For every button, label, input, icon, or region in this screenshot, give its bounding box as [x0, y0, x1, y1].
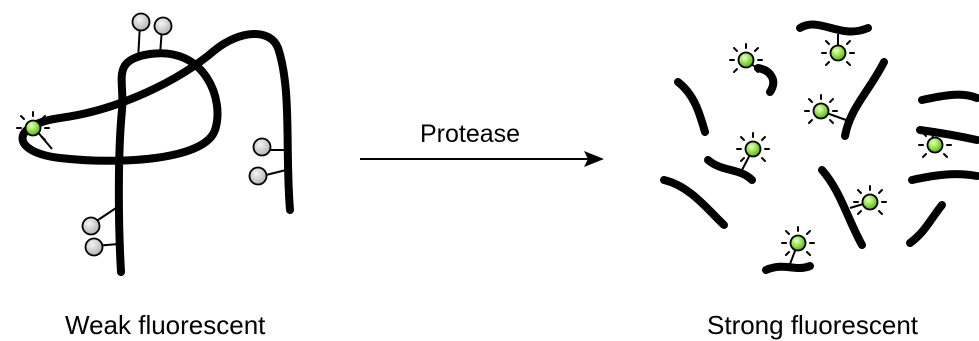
- fluorescent-probe-icon: [781, 226, 815, 256]
- fragment: [918, 90, 979, 104]
- quenched-probe-icon: [248, 166, 268, 186]
- intact-substrate: [16, 12, 294, 276]
- fragment: [841, 58, 888, 140]
- fluorescent-probe-icon: [821, 36, 855, 66]
- quenched-probe-icon: [153, 16, 173, 36]
- fluorescent-probe-icon: [853, 185, 887, 215]
- fragment: [796, 20, 872, 36]
- fragment: [674, 78, 709, 136]
- fragment: [762, 262, 814, 274]
- quenched-probe-icon: [252, 137, 272, 157]
- fragment: [908, 170, 979, 184]
- fluorescent-probe-icon: [804, 94, 838, 124]
- quenched-probe-icon: [81, 216, 101, 236]
- quenched-probe-icon: [84, 237, 104, 257]
- fragment: [660, 176, 728, 229]
- quenched-probe-icon: [131, 12, 151, 32]
- strong-fluorescent-label: Strong fluorescent: [707, 310, 919, 340]
- fragment: [754, 64, 778, 96]
- fragment: [704, 156, 756, 184]
- arrow-label: Protease: [420, 120, 521, 148]
- fragment: [818, 166, 866, 249]
- weak-fluorescent-label: Weak fluorescent: [65, 310, 266, 340]
- fragment: [916, 126, 979, 144]
- arrow-icon: [360, 151, 604, 167]
- tangled-strand: [18, 30, 294, 276]
- fluorescent-probe-icon: [918, 128, 952, 158]
- fluorescent-probe-icon: [736, 132, 770, 162]
- cleaved-fragments: [660, 20, 979, 274]
- fragment: [906, 201, 946, 247]
